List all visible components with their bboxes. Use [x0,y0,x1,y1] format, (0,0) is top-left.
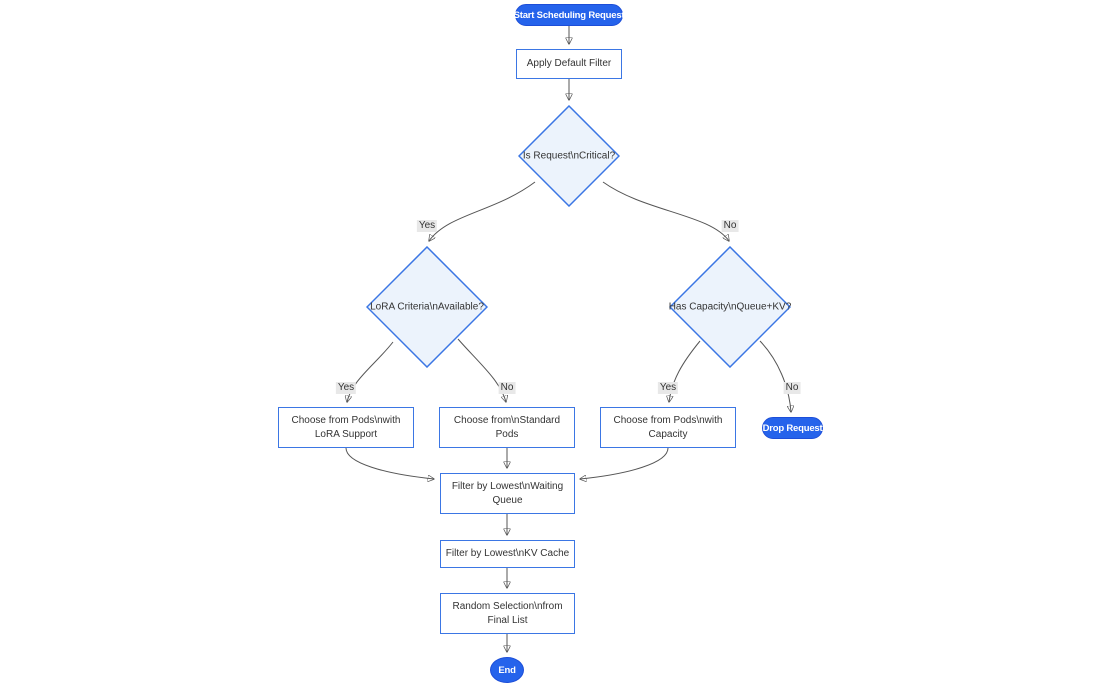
node-has-capacity-queue-kv: Has Capacity\nQueue+KV? [669,246,791,368]
node-label-line-1: Choose from\nStandard [453,415,561,426]
edge-label-capacity-yes: Yes [657,382,679,394]
decision-diamond-shape [518,105,620,207]
node-label-line-2: LoRA Support [314,428,378,440]
edge-is-critical-yes [429,181,536,241]
node-start: Start Scheduling Request [513,4,625,26]
node-label-line-2: Pods [495,428,519,440]
node-lora-criteria-available: LoRA Criteria\nAvailable? [366,246,488,368]
edge-lora-no [457,338,506,402]
node-label-line-2: Queue [492,494,523,506]
edge-label-lora-yes: Yes [335,382,357,394]
node-apply-default-filter: Apply Default Filter [516,49,622,79]
node-label-line-2: Final List [487,614,528,626]
edge-label-is-critical-no: No [721,220,739,232]
node-label: Apply Default Filter [526,58,612,70]
node-label: Is Request\nCritical? [522,150,616,162]
edge-capacity-no [759,340,791,412]
node-end: End [490,657,524,683]
node-label-line-1: Choose from Pods\nwith [291,415,401,426]
node-label-line-2: Capacity [648,428,688,440]
edge-choose-lora-to-filter-queue [345,447,434,479]
node-label: Drop Request [762,422,823,434]
node-label-line-1: Filter by Lowest\nWaiting [451,481,564,492]
edge-is-critical-no [602,181,729,241]
edge-capacity-yes [669,340,701,402]
node-label-line-1: Random Selection\nfrom [452,601,563,612]
node-label: Start Scheduling Request [513,9,625,21]
node-is-request-critical: Is Request\nCritical? [518,105,620,207]
node-label: LoRA Criteria\nAvailable? [370,301,484,313]
node-label: Filter by Lowest\nKV Cache [445,548,570,560]
node-filter-lowest-kv-cache: Filter by Lowest\nKV Cache [440,540,575,568]
edge-label-lora-no: No [498,382,516,394]
node-choose-pods-lora-support: Choose from Pods\nwith LoRA Support [278,407,414,448]
decision-diamond-shape [366,246,488,368]
edge-choose-capacity-to-filter-queue [580,447,669,479]
node-choose-standard-pods: Choose from\nStandard Pods [439,407,575,448]
node-filter-lowest-waiting-queue: Filter by Lowest\nWaiting Queue [440,473,575,514]
node-label: End [498,664,516,676]
edge-lora-yes [347,341,394,402]
decision-diamond-shape [669,246,791,368]
edge-label-is-critical-yes: Yes [416,220,438,232]
node-random-selection-final-list: Random Selection\nfrom Final List [440,593,575,634]
node-label-line-1: Choose from Pods\nwith [613,415,723,426]
node-drop-request: Drop Request [762,417,823,439]
node-label: Has Capacity\nQueue+KV? [668,301,792,313]
node-choose-pods-capacity: Choose from Pods\nwith Capacity [600,407,736,448]
edge-label-capacity-no: No [783,382,801,394]
